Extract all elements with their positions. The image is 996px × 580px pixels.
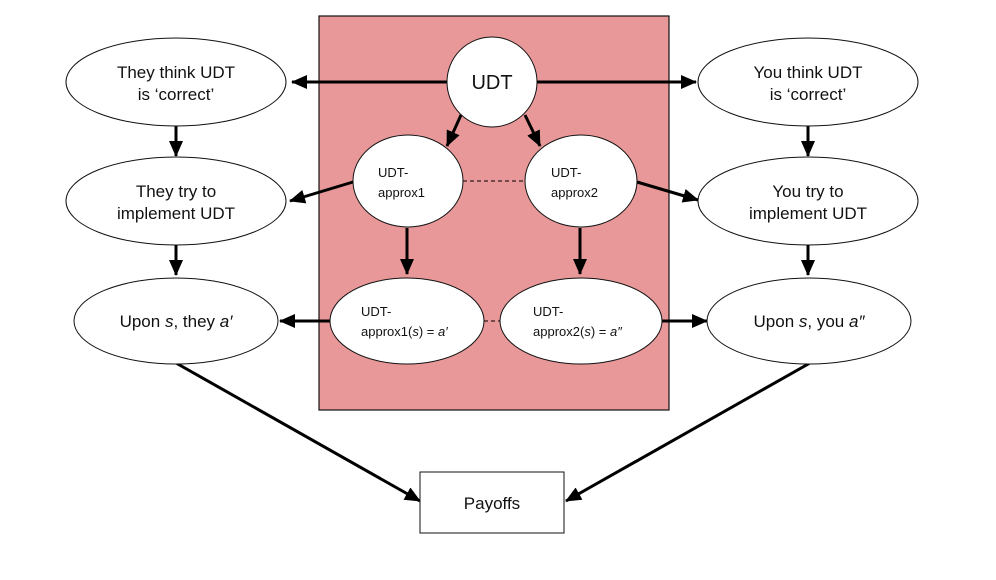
node-approx1-s-line1: UDT- [361, 304, 391, 319]
node-you-upon: Upon s, you a″ [706, 277, 912, 365]
node-approx1-line1: UDT- [378, 165, 408, 180]
node-they-upon-label: Upon s, they a′ [120, 312, 234, 331]
node-you-think-line1: You think UDT [754, 63, 863, 82]
node-approx1-s-line2: approx1(s) = a′ [361, 324, 448, 339]
node-you-try: You try to implement UDT [697, 156, 919, 246]
edge-udt-to-approx2 [523, 114, 542, 147]
edge-they-upon-to-payoffs [175, 361, 421, 503]
node-they-try-line2: implement UDT [117, 204, 235, 223]
node-they-upon: Upon s, they a′ [73, 277, 279, 365]
edge-approx1-to-they-try [289, 180, 354, 204]
node-udt-label: UDT [471, 72, 512, 94]
edge-udt-to-approx1 [445, 114, 463, 147]
node-approx2-s-line2: approx2(s) = a″ [533, 324, 622, 339]
node-they-try: They try to implement UDT [65, 156, 287, 246]
node-you-upon-label: Upon s, you a″ [754, 312, 866, 331]
node-approx2-line2: approx2 [551, 185, 598, 200]
node-approx1-line2: approx1 [378, 185, 425, 200]
node-approx2-line1: UDT- [551, 165, 581, 180]
node-approx2: UDT- approx2 [524, 134, 638, 228]
node-approx2-s: UDT- approx2(s) = a″ [499, 277, 663, 365]
node-you-try-line1: You try to [772, 182, 843, 201]
node-udt: UDT [446, 36, 538, 128]
edge-approx2-to-you-try [636, 180, 699, 203]
node-they-think-line1: They think UDT [117, 63, 235, 82]
node-you-try-line2: implement UDT [749, 204, 867, 223]
node-they-think-line2: is ‘correct’ [138, 85, 215, 104]
node-approx1-s: UDT- approx1(s) = a′ [329, 277, 485, 365]
node-payoffs-label: Payoffs [464, 494, 520, 513]
edges [169, 75, 815, 503]
node-you-think: You think UDT is ‘correct’ [697, 37, 919, 127]
node-approx1: UDT- approx1 [352, 134, 464, 228]
node-approx2-s-line1: UDT- [533, 304, 563, 319]
node-payoffs: Payoffs [419, 471, 565, 534]
node-you-think-line2: is ‘correct’ [770, 85, 847, 104]
node-they-try-line1: They try to [136, 182, 216, 201]
edge-you-upon-to-payoffs [565, 361, 811, 503]
node-they-think: They think UDT is ‘correct’ [65, 37, 287, 127]
